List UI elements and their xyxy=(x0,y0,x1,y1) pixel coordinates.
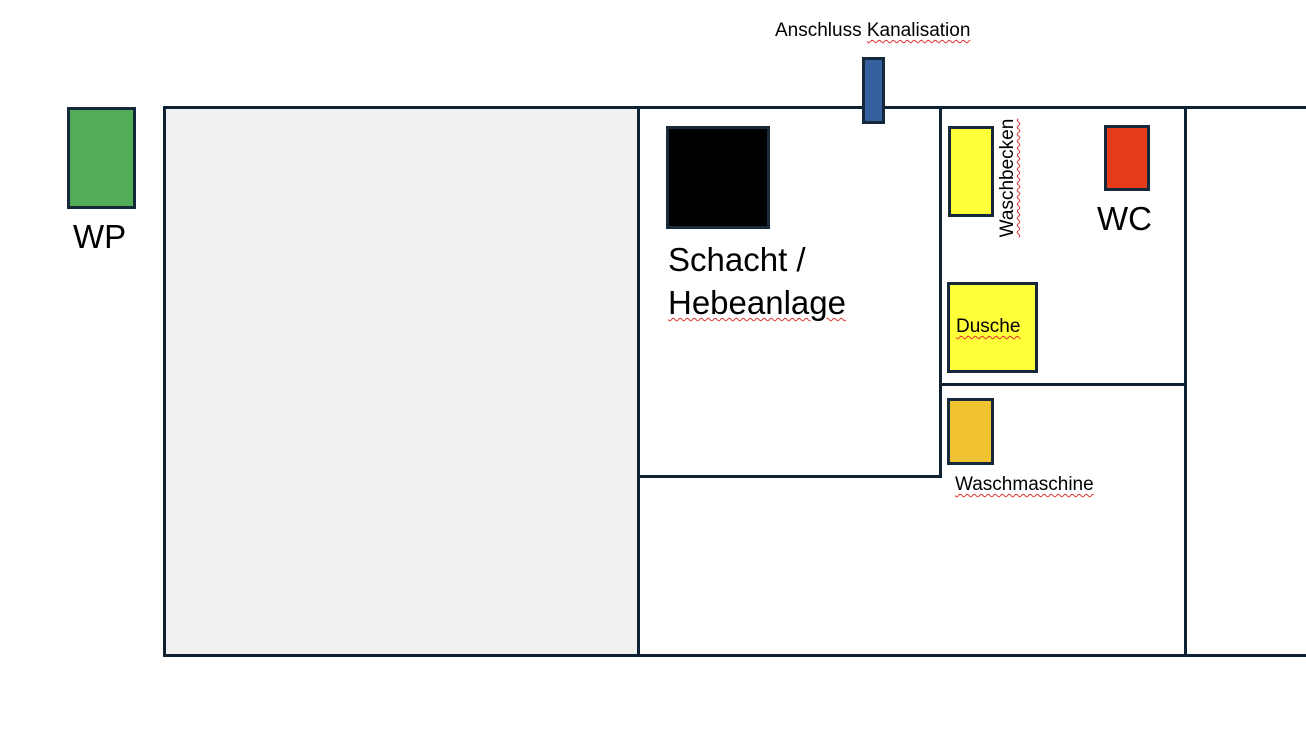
wall-left xyxy=(163,106,166,657)
wall-shaft-room-bottom xyxy=(637,475,942,478)
wall-grey-room-right xyxy=(637,106,640,657)
sink-box xyxy=(948,126,994,217)
washer-box xyxy=(947,398,994,465)
wall-top xyxy=(163,106,1306,109)
wall-bottom xyxy=(163,654,1306,657)
large-room xyxy=(164,108,639,656)
connection-label-word-1: Anschluss xyxy=(775,20,867,41)
wall-shaft-room-right xyxy=(939,106,942,477)
connection-label: Anschluss Kanalisation xyxy=(775,21,970,40)
wc-box xyxy=(1104,125,1150,191)
sink-label: Waschbecken xyxy=(997,118,1018,238)
washer-label: Waschmaschine xyxy=(955,474,1094,495)
shaft-label-line-2: Hebeanlage xyxy=(668,284,846,321)
shower-box xyxy=(947,282,1038,373)
wall-bathroom-right xyxy=(1184,106,1187,657)
connection-label-word-2: Kanalisation xyxy=(866,20,971,41)
shaft-label-line-1: Schacht / xyxy=(668,241,806,278)
wall-bathroom-bottom xyxy=(939,383,1187,386)
heat-pump-label: WP xyxy=(73,218,127,255)
shower-label: Dusche xyxy=(956,316,1021,337)
heat-pump-box xyxy=(67,107,136,209)
shaft-box xyxy=(666,126,770,229)
sewer-pipe xyxy=(862,57,885,124)
wc-label: WC xyxy=(1097,200,1152,237)
